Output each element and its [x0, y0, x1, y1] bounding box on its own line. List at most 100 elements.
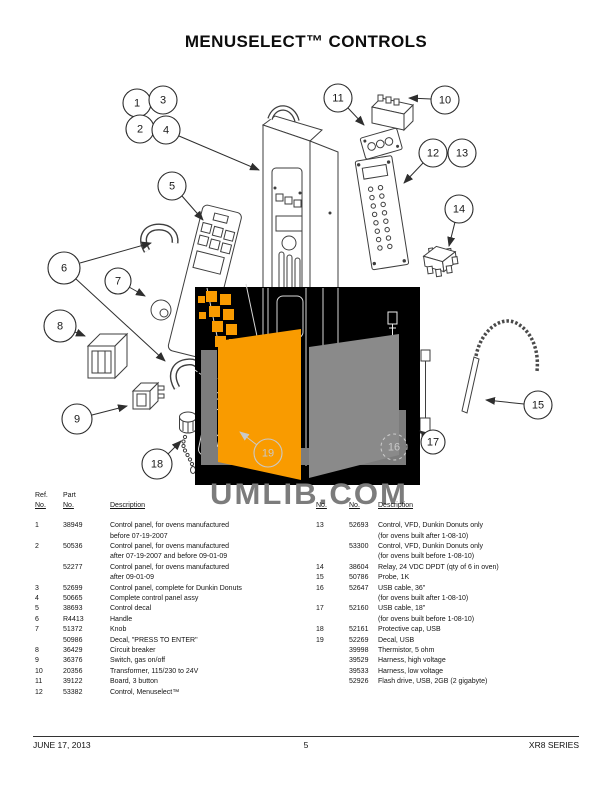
parts-cell-desc: Control, Menuselect™ [110, 688, 180, 696]
probe [461, 319, 540, 414]
callout-number-1: 1 [134, 98, 140, 110]
parts-table-row: before 07-19-2007 [35, 532, 305, 542]
parts-cell-part: 52693 [349, 522, 369, 530]
callout-number-6: 6 [61, 263, 67, 275]
parts-cell-desc: before 07-19-2007 [110, 532, 168, 540]
parts-cell-desc: Protective cap, USB [378, 626, 441, 634]
col-ref-label: Ref. [35, 492, 48, 499]
parts-cell-desc: (for ovens built before 1-08-10) [378, 615, 475, 623]
parts-table-row: after 07-19-2007 and before 09-01-09 [35, 552, 305, 562]
parts-table-row: 50986 Decal, "PRESS TO ENTER" [35, 636, 305, 646]
col-description: Description [378, 502, 414, 510]
callout-number-18: 18 [151, 459, 163, 471]
parts-cell-part: 38604 [349, 563, 369, 571]
parts-cell-desc: Switch, gas on/off [110, 657, 166, 665]
parts-cell-desc: Control panel, for ovens manufactured [110, 522, 230, 530]
parts-cell-desc: Harness, high voltage [378, 657, 446, 665]
parts-cell-part: 39533 [349, 667, 369, 675]
control-panel-door [261, 105, 339, 319]
callout-circle-7 [104, 267, 132, 295]
parts-cell-part: R4413 [63, 615, 84, 623]
parts-cell-ref: 19 [316, 636, 324, 644]
parts-cell-desc: Handle [110, 615, 133, 623]
parts-cell-ref: 8 [35, 646, 39, 654]
parts-cell-part: 38693 [63, 605, 83, 613]
parts-cell-desc: Knob [110, 626, 127, 634]
parts-cell-part: 50665 [63, 595, 83, 603]
callout-number-14: 14 [453, 204, 465, 216]
parts-cell-ref: 16 [316, 584, 324, 592]
callout-circle-12 [418, 138, 448, 168]
callout-circle-17 [420, 429, 446, 455]
parts-cell-ref: 1 [35, 522, 39, 530]
parts-cell-ref: 12 [35, 688, 43, 696]
callout-circle-13 [447, 138, 477, 168]
parts-cell-desc: after 07-19-2007 and before 09-01-09 [110, 553, 228, 561]
parts-cell-part: 50986 [63, 636, 83, 644]
watermark-overlay [195, 287, 420, 485]
highlighted-keypad-buttons [198, 291, 240, 350]
callout-circle-19 [253, 438, 283, 468]
callout-number-12: 12 [427, 148, 439, 160]
parts-cell-ref: 6 [35, 615, 39, 623]
parts-table-row: (for ovens built before 1-08-10) [316, 615, 586, 625]
callout-circle-3 [148, 85, 178, 115]
usb-protective-cap [179, 411, 197, 474]
parts-cell-part: 52160 [349, 605, 369, 613]
callout-number-17: 17 [427, 437, 439, 449]
footer-date: JUNE 17, 2013 [33, 740, 91, 750]
callout-circle-14 [444, 194, 474, 224]
handle [140, 223, 205, 390]
parts-cell-part: 52269 [349, 636, 369, 644]
footer-series: XR8 SERIES [528, 740, 579, 750]
callout-number-5: 5 [169, 181, 175, 193]
parts-cell-part: 51372 [63, 626, 83, 634]
callout-number-9: 9 [74, 414, 80, 426]
diagram-lines-inside-watermark [194, 283, 399, 466]
parts-cell-part: 50536 [63, 543, 83, 551]
col-part-no: No. [63, 502, 74, 510]
parts-cell-desc: Control panel, for ovens manufactured [110, 543, 230, 551]
parts-cell-part: 36429 [63, 646, 83, 654]
callout-circle-10 [430, 85, 460, 115]
parts-cell-part: 20356 [63, 667, 83, 675]
watermark-logo: UMLIB.COM [201, 329, 406, 511]
col-ref-no: No. [316, 502, 327, 510]
parts-table-left-header-top: Ref. Part [35, 491, 305, 501]
parts-cell-desc: after 09-01-09 [110, 574, 154, 582]
parts-table-row: after 09-01-09 [35, 573, 305, 583]
parts-cell-part: 38949 [63, 522, 83, 530]
usb-cable-18 [419, 349, 431, 440]
callout-number-8: 8 [57, 321, 63, 333]
parts-cell-desc: Flash drive, USB, 2GB (2 gigabyte) [378, 678, 488, 686]
parts-cell-desc: Circuit breaker [110, 646, 156, 654]
parts-cell-desc: Control panel, complete for Dunkin Donut… [110, 584, 242, 592]
parts-cell-part: 39529 [349, 657, 369, 665]
parts-cell-part: 52926 [349, 678, 369, 686]
parts-cell-desc: USB cable, 18" [378, 605, 426, 613]
parts-cell-desc: USB cable, 36" [378, 584, 426, 592]
parts-table-row: 3 52699 Control panel, complete for Dunkin… [35, 584, 305, 594]
parts-cell-part: 52647 [349, 584, 369, 592]
parts-cell-ref: 3 [35, 584, 39, 592]
callout-number-2: 2 [137, 124, 143, 136]
circuit-breaker [86, 332, 129, 380]
parts-cell-part: 52699 [63, 584, 83, 592]
parts-cell-desc: Harness, low voltage [378, 667, 443, 675]
parts-cell-desc: Decal, "PRESS TO ENTER" [110, 636, 198, 644]
callout-circle-18 [141, 448, 173, 480]
watermark-book-left-page [218, 329, 301, 480]
footer-rule [33, 736, 579, 737]
parts-cell-desc: Probe, 1K [378, 574, 410, 582]
parts-table-row: 8 36429 Circuit breaker [35, 646, 305, 656]
menuselect-control-board [354, 155, 410, 271]
